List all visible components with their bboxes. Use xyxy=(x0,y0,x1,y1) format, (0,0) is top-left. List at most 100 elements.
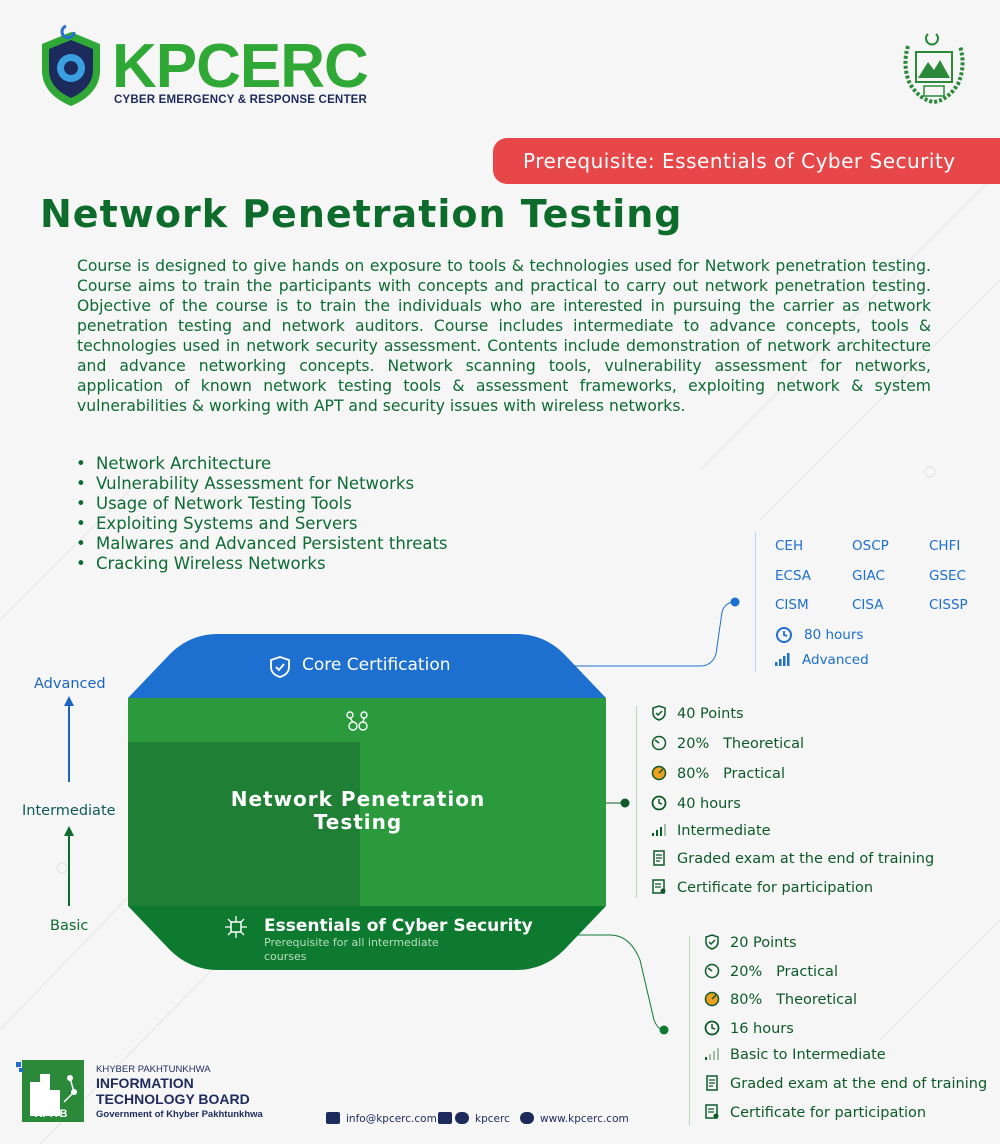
government-seal-icon xyxy=(903,33,965,104)
ess-exam-value: Graded exam at the end of training xyxy=(730,1076,988,1092)
certificate-value: Certificate for participation xyxy=(677,880,874,896)
page-title: Network Penetration Testing xyxy=(40,192,683,236)
points-value: 40 Points xyxy=(677,706,744,722)
logo-subtitle: CYBER EMERGENCY & RESPONSE CENTER xyxy=(114,94,368,106)
kp-board-line1: INFORMATION xyxy=(96,1075,194,1091)
email-text: info@kpcerc.com xyxy=(346,1113,437,1125)
footer-social[interactable]: kpcerc xyxy=(438,1112,510,1125)
list-item: Cracking Wireless Networks xyxy=(76,554,448,574)
website-text: www.kpcerc.com xyxy=(540,1113,629,1125)
detail-certificate: Certificate for participation xyxy=(651,879,873,896)
list-item: Vulnerability Assessment for Networks xyxy=(76,474,448,494)
twitter-icon xyxy=(455,1112,469,1124)
certificate-icon xyxy=(705,1104,719,1119)
detail-points: 40 Points xyxy=(651,705,744,722)
ess-hours: 16 hours xyxy=(704,1020,794,1037)
pyramid-bottom-label: Essentials of Cyber Security xyxy=(264,916,533,936)
core-level: Advanced xyxy=(802,652,869,668)
course-description: Course is designed to give hands on expo… xyxy=(77,257,931,415)
course-pyramid xyxy=(128,634,606,970)
detail-theoretical: 20% Theoretical xyxy=(651,735,804,752)
cert-cissp: CISSP xyxy=(929,597,968,613)
cert-divider xyxy=(755,532,756,672)
core-hours: 80 hours xyxy=(804,627,864,643)
level-basic: Basic xyxy=(50,918,89,934)
cert-cisa: CISA xyxy=(852,597,884,613)
kpcerc-shield-logo xyxy=(42,24,100,106)
list-item: Malwares and Advanced Persistent threats xyxy=(76,534,448,554)
cert-chfi: CHFI xyxy=(929,538,961,554)
gauge-icon xyxy=(651,735,667,751)
cert-gsec: GSEC xyxy=(929,568,966,584)
topics-list: Network Architecture Vulnerability Asses… xyxy=(76,454,448,574)
globe-icon xyxy=(520,1112,534,1124)
pyramid-bottom-subtitle: Prerequisite for all intermediate course… xyxy=(264,936,439,963)
gauge-filled-icon xyxy=(651,765,667,781)
cert-cism: CISM xyxy=(775,597,809,613)
gauge-filled-icon xyxy=(704,991,720,1007)
ess-practical: 20% Practical xyxy=(704,963,838,980)
logo-title: KPCERC xyxy=(112,32,369,101)
list-item: Usage of Network Testing Tools xyxy=(76,494,448,514)
list-item: Exploiting Systems and Servers xyxy=(76,514,448,534)
detail-exam: Graded exam at the end of training xyxy=(651,850,934,867)
pyramid-top-label: Core Certification xyxy=(302,655,451,675)
kp-government: Government of Khyber Pakhtunkhwa xyxy=(96,1109,263,1120)
essentials-divider xyxy=(689,936,690,1126)
hours-value: 40 hours xyxy=(677,796,741,812)
ess-exam: Graded exam at the end of training xyxy=(704,1075,987,1092)
detail-hours: 40 hours xyxy=(651,795,741,812)
level-intermediate: Intermediate xyxy=(22,803,116,819)
signal-bars-icon xyxy=(775,653,790,666)
prerequisite-banner: Prerequisite: Essentials of Cyber Securi… xyxy=(493,138,1000,184)
detail-practical: 80% Practical xyxy=(651,765,785,782)
kp-board-line2: TECHNOLOGY BOARD xyxy=(96,1091,250,1107)
kp-province: KHYBER PAKHTUNKHWA xyxy=(96,1064,211,1075)
ess-a-label: Practical xyxy=(776,964,838,980)
exam-value: Graded exam at the end of training xyxy=(677,851,935,867)
clock-icon xyxy=(651,795,667,811)
exam-sheet-icon xyxy=(706,1075,718,1091)
practical-percent: 80% xyxy=(677,766,710,782)
ess-b-label: Theoretical xyxy=(776,992,858,1008)
signal-bars-icon xyxy=(705,1048,719,1060)
shield-check-icon xyxy=(270,656,290,678)
gauge-icon xyxy=(704,963,720,979)
exam-sheet-icon xyxy=(653,850,665,866)
level-advanced: Advanced xyxy=(34,676,106,692)
ess-hours-value: 16 hours xyxy=(730,1021,794,1037)
signal-bars-icon xyxy=(652,824,666,836)
kpitb-wordmark: KPITB xyxy=(34,1108,68,1120)
level-value: Intermediate xyxy=(677,823,771,839)
cert-oscp: OSCP xyxy=(852,538,889,554)
theory-percent: 20% xyxy=(677,736,710,752)
circuit-chip-icon xyxy=(225,916,247,938)
footer-website[interactable]: www.kpcerc.com xyxy=(520,1112,629,1125)
practical-label: Practical xyxy=(723,766,785,782)
mail-icon xyxy=(326,1112,340,1124)
kp-board-name: INFORMATION TECHNOLOGY BOARD xyxy=(96,1075,250,1107)
footer-email[interactable]: info@kpcerc.com xyxy=(326,1112,437,1125)
clock-icon xyxy=(704,1020,720,1036)
details-divider xyxy=(636,706,637,898)
pyramid-middle-label: Network Penetration Testing xyxy=(210,788,506,834)
cert-ecsa: ECSA xyxy=(775,568,812,584)
shield-check-icon xyxy=(652,705,666,721)
certificate-icon xyxy=(652,879,666,894)
cert-giac: GIAC xyxy=(852,568,885,584)
facebook-icon xyxy=(438,1112,452,1124)
ess-certificate-value: Certificate for participation xyxy=(730,1105,927,1121)
list-item: Network Architecture xyxy=(76,454,448,474)
ess-theoretical: 80% Theoretical xyxy=(704,991,857,1008)
social-text: kpcerc xyxy=(475,1113,510,1125)
ess-certificate: Certificate for participation xyxy=(704,1104,926,1121)
shield-check-icon xyxy=(705,934,719,950)
clock-icon xyxy=(776,627,792,643)
kpitb-logo xyxy=(16,1060,84,1122)
pyramid-middle-line2: Testing xyxy=(313,810,403,834)
ess-level-value: Basic to Intermediate xyxy=(730,1047,886,1063)
ess-points-value: 20 Points xyxy=(730,935,797,951)
ess-level: Basic to Intermediate xyxy=(704,1046,886,1063)
cert-ceh: CEH xyxy=(775,538,804,554)
